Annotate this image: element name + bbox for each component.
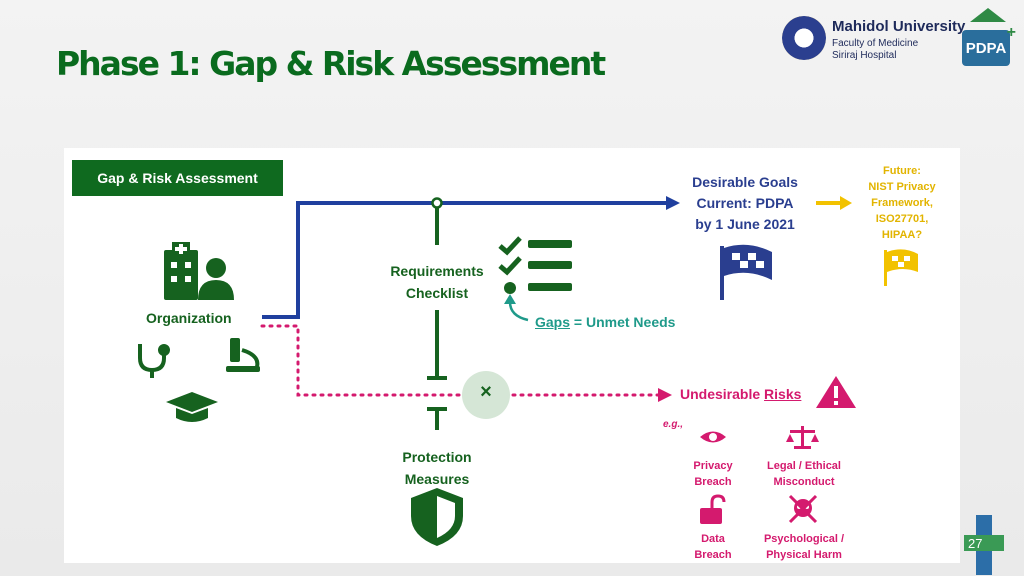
future-line-4: ISO27701, <box>875 213 929 225</box>
microscope-icon <box>226 338 260 372</box>
cross-horizontal <box>964 535 1004 551</box>
risk-line-2: Physical Harm <box>766 549 842 561</box>
future-line-5: HIPAA? <box>881 229 923 241</box>
gaps-rest: = Unmet Needs <box>570 314 676 330</box>
future-line-1: Future: <box>883 165 921 177</box>
logo-university: Mahidol University <box>832 18 966 35</box>
goal-arrowhead <box>666 196 680 210</box>
risk-line-1: Data <box>701 533 725 545</box>
future-arrowhead <box>840 196 852 210</box>
protection-line-1: Protection <box>402 449 472 465</box>
future-line-2: NIST Privacy <box>868 181 936 193</box>
gaps-word: Gaps <box>535 314 571 330</box>
university-logo: Mahidol University Faculty of Medicine S… <box>782 14 966 64</box>
risk-line-2: Misconduct <box>773 476 835 488</box>
requirements-line-2: Checklist <box>405 285 469 301</box>
graduation-cap-icon <box>166 392 218 422</box>
checklist-icon <box>498 236 572 294</box>
eye-icon <box>700 431 726 443</box>
risk-psychological-harm: Psychological / Physical Harm <box>752 531 856 563</box>
goal-path <box>262 201 668 319</box>
desirable-line-2: Current: PDPA <box>696 195 794 211</box>
risk-line-2: Breach <box>694 476 732 488</box>
risk-data-breach: Data Breach <box>680 531 746 563</box>
section-tag: Gap & Risk Assessment <box>72 160 283 196</box>
risk-arrowhead <box>658 388 672 402</box>
risk-legal-ethical: Legal / Ethical Misconduct <box>756 458 852 490</box>
organization-label: Organization <box>146 310 232 326</box>
house-roof-icon <box>970 8 1006 22</box>
stethoscope-icon <box>138 344 170 378</box>
skull-icon <box>788 494 818 524</box>
gaps-pointer-head <box>504 294 516 304</box>
logo-faculty: Faculty of Medicine <box>832 38 919 49</box>
navy-checkered-flag-icon <box>720 244 772 300</box>
block-mark: × <box>480 381 492 403</box>
risk-line-1: Legal / Ethical <box>767 460 841 472</box>
logo-hospital: Siriraj Hospital <box>832 50 897 61</box>
desirable-line-3: by 1 June 2021 <box>695 216 795 232</box>
block-circle <box>462 371 510 419</box>
future-line-3: Framework, <box>871 197 933 209</box>
desirable-goals-label: Desirable Goals Current: PDPA by 1 June … <box>680 172 810 235</box>
risk-line-1: Privacy <box>693 460 733 472</box>
page-number-badge <box>964 515 1004 575</box>
gaps-pointer <box>508 301 529 322</box>
scales-icon <box>786 426 819 449</box>
future-label: Future: NIST Privacy Framework, ISO27701… <box>852 163 952 243</box>
desirable-line-1: Desirable Goals <box>692 174 798 190</box>
risk-path <box>260 324 662 397</box>
risk-line-2: Breach <box>694 549 732 561</box>
risk-line-1: Psychological / <box>763 533 845 545</box>
undesirable-risks-label: Undesirable Risks <box>680 386 801 402</box>
risks-word: Risks <box>764 386 802 402</box>
pdpa-badge: PDPA <box>962 30 1010 66</box>
diagram-panel <box>64 148 960 563</box>
page-number: 27 <box>968 536 983 551</box>
undesirable-prefix: Undesirable <box>680 386 765 402</box>
yellow-checkered-flag-icon <box>884 249 918 286</box>
protection-label: Protection Measures <box>387 446 487 490</box>
eg-label: e.g., <box>663 419 684 430</box>
risk-privacy-breach: Privacy Breach <box>680 458 746 490</box>
gaps-label: Gaps = Unmet Needs <box>535 314 675 330</box>
university-seal-icon <box>782 16 826 60</box>
protection-line-2: Measures <box>404 471 470 487</box>
pdpa-logo: PDPA + <box>960 8 1018 70</box>
requirements-node <box>431 197 443 209</box>
requirements-line-1: Requirements <box>390 263 484 279</box>
hospital-icon <box>164 242 198 300</box>
unlock-icon <box>700 494 726 524</box>
warning-icon <box>816 376 856 408</box>
page-title: Phase 1: Gap & Risk Assessment <box>56 44 606 83</box>
requirements-label: Requirements Checklist <box>382 260 492 304</box>
shield-icon <box>411 488 463 546</box>
plus-icon: + <box>1006 24 1016 41</box>
person-icon <box>198 258 234 300</box>
